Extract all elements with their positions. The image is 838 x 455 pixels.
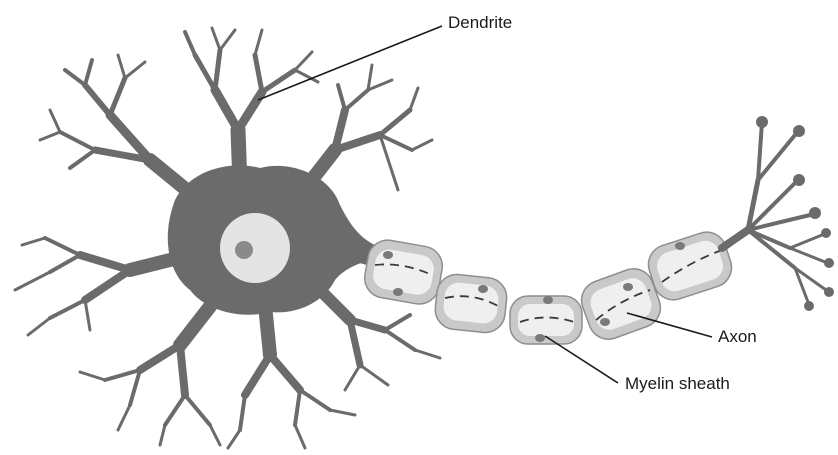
myelin-sheath xyxy=(362,227,737,345)
myelin-segment xyxy=(362,237,446,307)
axon-terminals xyxy=(722,116,834,311)
myelin-sheath-label: Myelin sheath xyxy=(625,374,730,393)
nucleus xyxy=(220,213,290,283)
myelin-segment xyxy=(433,272,508,334)
myelin-segment xyxy=(643,227,736,305)
dendrite-leader xyxy=(258,26,442,100)
nucleolus xyxy=(235,241,253,259)
myelin-sheath-leader xyxy=(545,336,618,383)
axon-label: Axon xyxy=(718,327,757,346)
dendrite-label: Dendrite xyxy=(448,13,512,32)
